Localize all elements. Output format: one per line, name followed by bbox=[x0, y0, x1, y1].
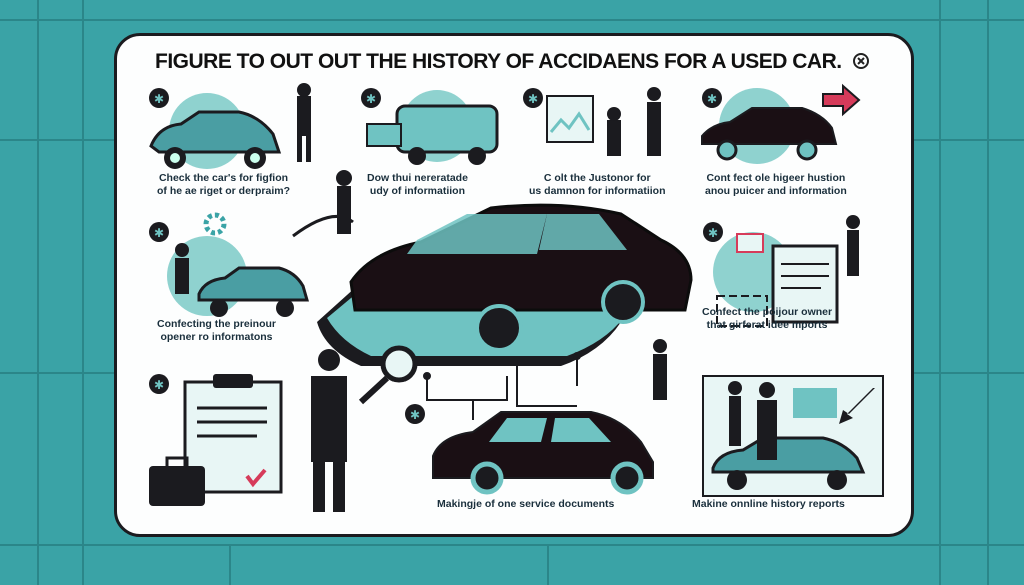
magnifier-icon bbox=[358, 345, 418, 405]
close-icon[interactable] bbox=[852, 52, 870, 70]
infographic-card: FIGURE TO OUT OUT THE HISTORY OF ACCIDAE… bbox=[114, 33, 914, 537]
svg-text:✱: ✱ bbox=[708, 226, 718, 240]
svg-text:✱: ✱ bbox=[528, 92, 538, 106]
page-title: FIGURE TO OUT OUT THE HISTORY OF ACCIDAE… bbox=[155, 50, 842, 73]
svg-text:✱: ✱ bbox=[154, 378, 164, 392]
panel-3-illustration bbox=[546, 87, 661, 156]
svg-text:✱: ✱ bbox=[154, 226, 164, 240]
panel-1-illustration bbox=[149, 83, 311, 169]
svg-text:✱: ✱ bbox=[154, 92, 164, 106]
panel-8-illustration bbox=[702, 375, 884, 497]
star-badge-icon bbox=[149, 88, 723, 424]
briefcase-icon bbox=[149, 456, 205, 506]
panel-5-illustration bbox=[167, 212, 309, 317]
caption-service-documents: Makingje of one service documents bbox=[437, 498, 615, 510]
inspector-illustration bbox=[311, 345, 418, 512]
panel-6-illustration bbox=[713, 215, 860, 327]
svg-text:✱: ✱ bbox=[707, 92, 717, 106]
caption-online-history: Makine onnline history reports bbox=[692, 498, 845, 510]
panel-4-illustration bbox=[701, 83, 861, 164]
svg-text:✱: ✱ bbox=[410, 408, 420, 422]
svg-text:✱: ✱ bbox=[366, 92, 376, 106]
illustration-layer: ✱ ✱ ✱ ✱ ✱ ✱ ✱ ✱ bbox=[149, 83, 884, 512]
connector-lines bbox=[423, 352, 581, 420]
arrow-icon bbox=[822, 83, 861, 117]
central-car-illustration bbox=[292, 170, 693, 366]
gear-icon bbox=[203, 212, 227, 236]
service-car-illustration bbox=[432, 339, 667, 495]
panel-2-illustration bbox=[366, 90, 499, 165]
